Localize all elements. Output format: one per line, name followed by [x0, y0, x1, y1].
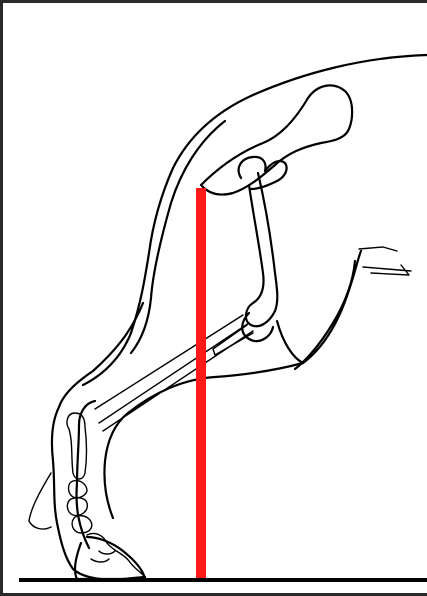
forearm-front-outline — [59, 303, 143, 407]
ground-line — [19, 578, 427, 582]
hoof-outline — [75, 537, 145, 579]
hoof-detail — [87, 533, 143, 575]
scapula-bone — [201, 85, 352, 194]
forelimb-diagram — [3, 3, 427, 593]
carpus-outline — [52, 407, 145, 580]
rear-leg-outline — [29, 473, 51, 529]
belly-outline — [277, 251, 361, 363]
direction-arrow — [359, 247, 411, 275]
rear-body-outline — [295, 261, 355, 369]
humerus-bone — [246, 173, 277, 326]
vertical-plumb-line — [196, 188, 206, 580]
ulna-bone — [99, 323, 249, 423]
diagram-canvas — [3, 3, 427, 593]
shoulder-joint — [239, 157, 287, 189]
radius-bone — [95, 315, 243, 409]
chest-outline — [131, 121, 225, 353]
